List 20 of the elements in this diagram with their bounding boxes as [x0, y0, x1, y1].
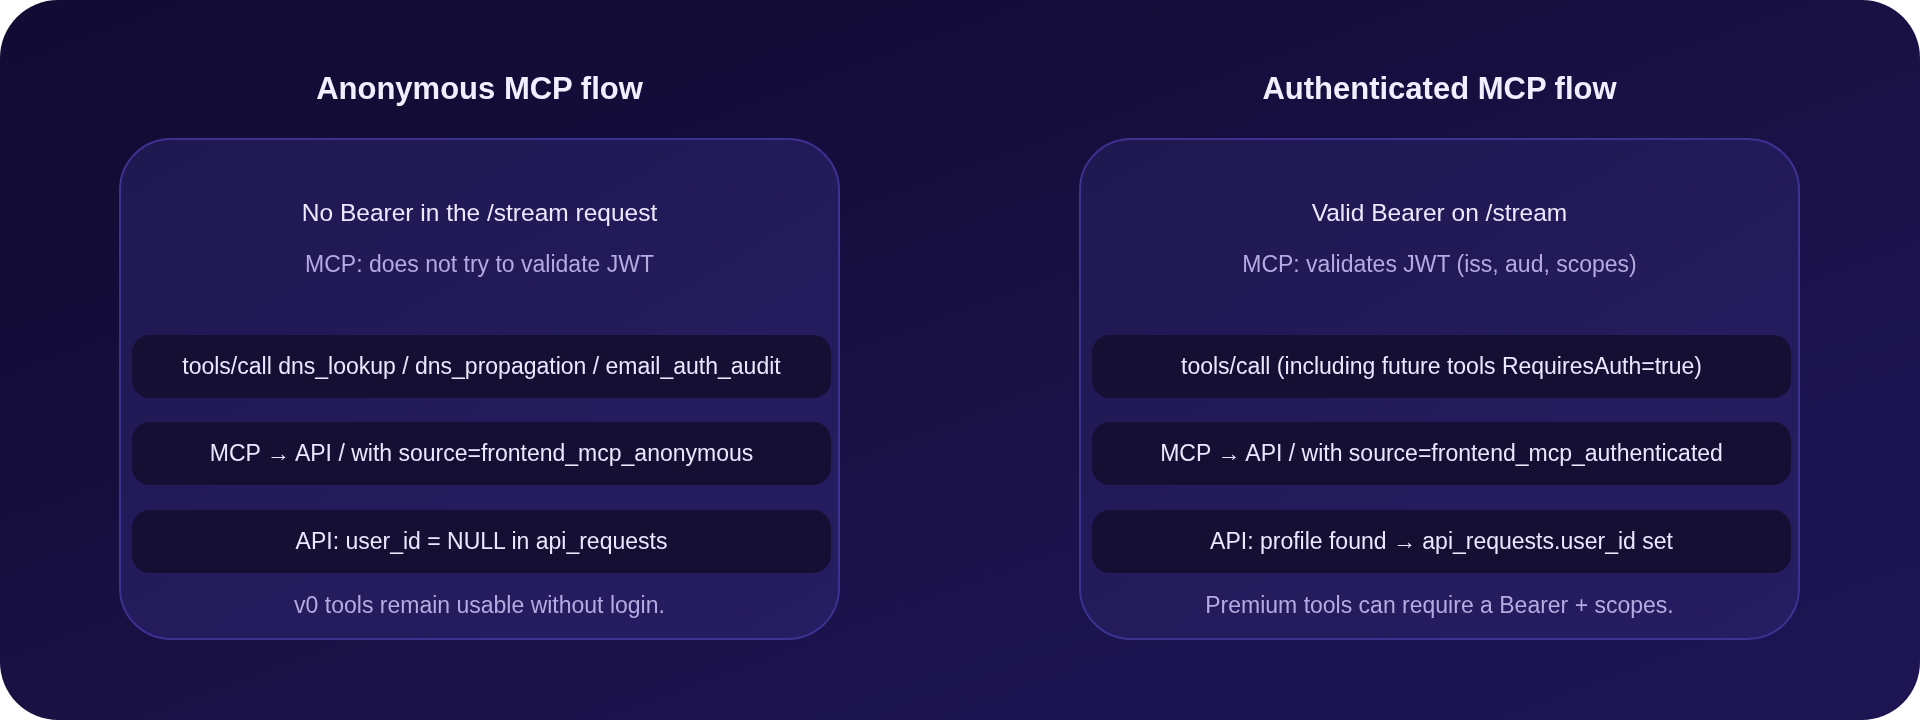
- section-heading: Authenticated MCP flow: [1262, 70, 1617, 108]
- step-text: API: user_id = NULL in api_requests: [295, 527, 668, 556]
- panel-note: v0 tools remain usable without login.: [294, 592, 665, 620]
- panel-subtitle: MCP: does not try to validate JWT: [305, 251, 654, 279]
- section-heading: Anonymous MCP flow: [316, 70, 643, 108]
- step-box: [132, 510, 831, 573]
- step-box: [1092, 510, 1791, 573]
- step-box: [1092, 335, 1791, 398]
- panel-title: Valid Bearer on /stream: [1311, 198, 1568, 228]
- step-text: API: profile found → api_requests.user_id set: [1210, 527, 1673, 556]
- step-box: [132, 335, 831, 398]
- step-box: [1092, 422, 1791, 485]
- step-text: tools/call dns_lookup / dns_propagation / email_auth_audit: [182, 352, 781, 381]
- step-text: MCP → API / with source=frontend_mcp_anonymous: [209, 439, 754, 468]
- panel-subtitle: MCP: validates JWT (iss, aud, scopes): [1242, 251, 1637, 279]
- panel-title: No Bearer in the /stream request: [301, 198, 658, 228]
- panel-note: Premium tools can require a Bearer + scopes.: [1205, 592, 1674, 620]
- step-text: tools/call (including future tools RequiresAuth=true): [1181, 352, 1702, 381]
- step-box: [132, 422, 831, 485]
- step-text: MCP → API / with source=frontend_mcp_authenticated: [1160, 439, 1723, 468]
